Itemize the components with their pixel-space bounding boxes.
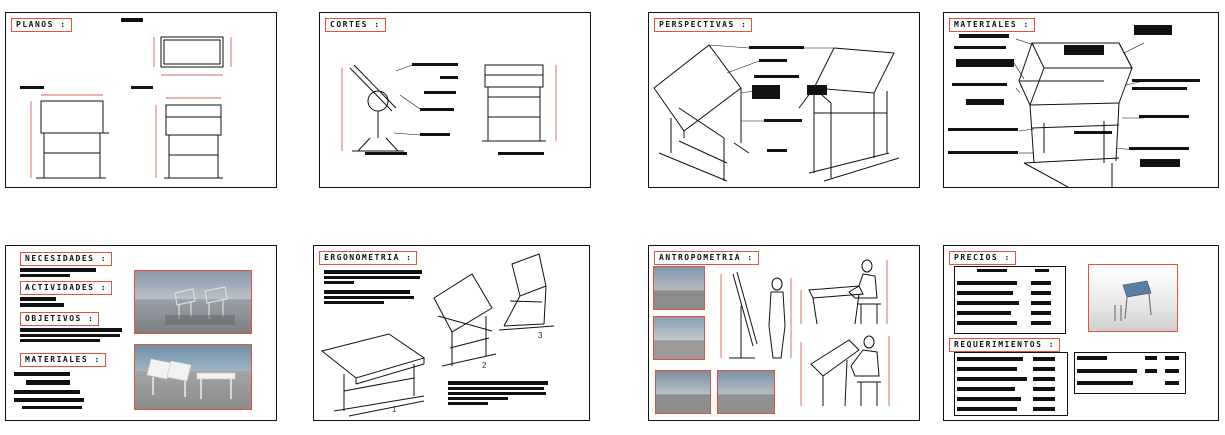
ergonometria-label-1: 1 xyxy=(392,405,397,414)
sheet-title-perspectivas: PERSPECTIVAS : xyxy=(654,18,753,32)
redacted-text xyxy=(26,380,70,385)
redacted-text xyxy=(20,334,120,337)
label-necesidades: NECESIDADES : xyxy=(20,252,113,266)
redacted-text xyxy=(20,297,56,301)
redacted-text xyxy=(14,398,84,402)
redacted-text xyxy=(324,276,420,279)
ergonometria-label-2: 2 xyxy=(482,361,487,370)
redacted-text xyxy=(324,301,384,304)
label-objetivos: OBJETIVOS : xyxy=(20,312,100,326)
sheet-cortes: CORTES : xyxy=(319,12,591,188)
redacted-text xyxy=(20,274,70,277)
render-image xyxy=(653,316,705,360)
perspectivas-drawing xyxy=(649,13,920,188)
sheet-planos: PLANOS : xyxy=(5,12,277,188)
price-table xyxy=(954,266,1066,334)
render-image xyxy=(717,370,775,414)
render-image xyxy=(134,344,252,410)
redacted-text xyxy=(20,328,122,332)
sheet-title-antropometria: ANTROPOMETRIA : xyxy=(654,251,759,265)
render-image xyxy=(653,266,705,310)
requirements-table-left xyxy=(954,352,1068,416)
redacted-text xyxy=(20,303,64,307)
requirements-table-right xyxy=(1074,352,1186,394)
redacted-text xyxy=(324,296,414,299)
redacted-text xyxy=(20,268,96,272)
sheet-ergonometria: ERGONOMETRIA : xyxy=(313,245,590,421)
sheet-title-ergonometria: ERGONOMETRIA : xyxy=(319,251,418,265)
antropometria-drawing xyxy=(649,246,920,421)
sheet-materiales: MATERIALES : xyxy=(943,12,1219,188)
ergonometria-drawing: 1 2 3 xyxy=(314,246,590,421)
redacted-text xyxy=(324,270,422,274)
sheet-perspectivas: PERSPECTIVAS : xyxy=(648,12,920,188)
sheet-title-precios: PRECIOS : xyxy=(949,251,1016,265)
cortes-drawing xyxy=(320,63,591,155)
planos-drawing xyxy=(20,18,277,188)
ergonometria-label-3: 3 xyxy=(538,331,543,340)
redacted-text xyxy=(448,397,508,400)
redacted-text xyxy=(448,381,548,385)
redacted-text xyxy=(14,372,70,376)
sheet-title-planos: PLANOS : xyxy=(11,18,72,32)
redacted-text xyxy=(14,390,80,394)
redacted-text xyxy=(324,281,354,284)
redacted-text xyxy=(448,392,546,395)
render-image xyxy=(655,370,711,414)
redacted-text xyxy=(22,406,82,409)
redacted-text xyxy=(448,402,488,405)
label-materiales: MATERIALES : xyxy=(20,353,106,367)
materiales-drawing xyxy=(948,25,1200,188)
render-image xyxy=(1088,264,1178,332)
label-actividades: ACTIVIDADES : xyxy=(20,281,113,295)
redacted-text xyxy=(448,387,544,390)
sheet-precios: PRECIOS : REQUERIMIENTOS : xyxy=(943,245,1219,421)
redacted-text xyxy=(324,290,410,294)
render-image xyxy=(134,270,252,334)
sheet-programa: NECESIDADES : ACTIVIDADES : OBJETIVOS : … xyxy=(5,245,277,421)
redacted-text xyxy=(20,339,100,342)
sheet-title-materiales: MATERIALES : xyxy=(949,18,1035,32)
sheet-title-cortes: CORTES : xyxy=(325,18,386,32)
label-requerimientos: REQUERIMIENTOS : xyxy=(949,338,1061,352)
sheet-antropometria: ANTROPOMETRIA : xyxy=(648,245,920,421)
